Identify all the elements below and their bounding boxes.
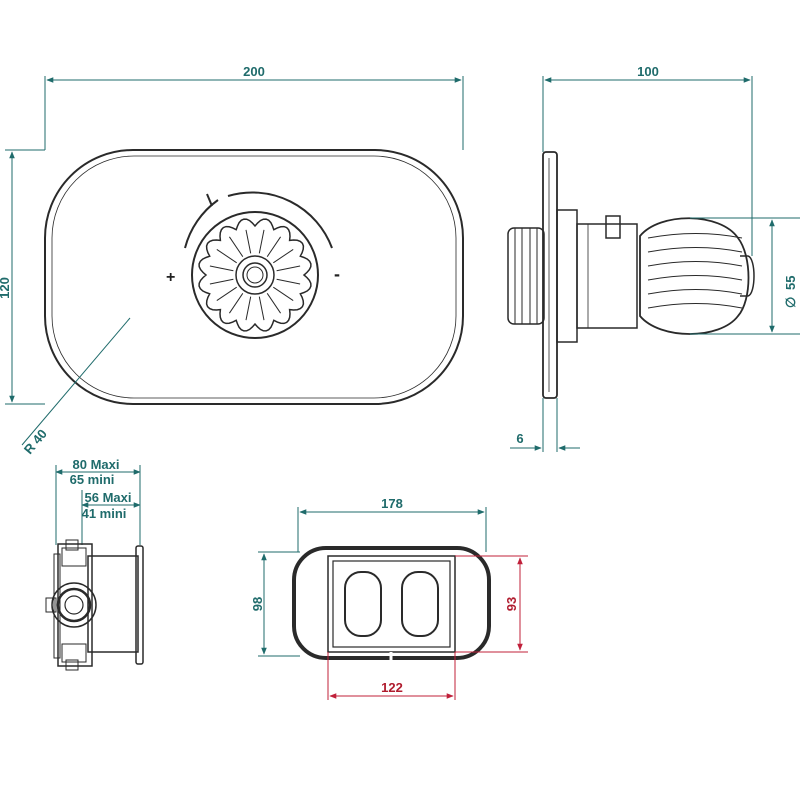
box-top-lug [65,539,79,551]
knob-rib [245,229,252,254]
side-knob-rib [647,303,743,309]
knob-rib [216,248,237,264]
knob-center-hole [246,266,264,284]
dim-label-inner-mini: 41 mini [82,506,127,521]
built-in-box-side: 80 Maxi 65 mini 56 Maxi 41 mini [45,457,144,671]
dim-label-diameter: 55 [783,276,798,290]
front-view: + - R 40 200 120 [0,64,464,457]
temperature-scale-arc [184,199,219,249]
knob-rib [276,278,301,285]
knob [191,211,319,339]
side-stem-pin [605,215,621,239]
cutout-outline [292,546,491,660]
cover-plate-inner-outline [51,155,457,399]
side-knob-rib [647,233,743,239]
box-valve-port-outer [51,582,97,628]
side-knob-rib [647,247,743,253]
built-in-box-front: 178 98 122 93 [250,496,528,700]
side-flange [556,209,578,343]
knob-rib [273,248,294,264]
box-inner-panel [332,560,451,648]
box-frame [327,555,456,653]
box-opening-right [401,571,439,637]
dim-label-width: 200 [243,64,265,79]
knob-rib [228,293,244,314]
scale-tick [206,193,213,207]
dim-label-depth-maxi: 80 Maxi [73,457,120,472]
minus-symbol: - [334,264,340,284]
box-back-frame-bottom [61,643,87,663]
knob-rib [273,286,294,302]
side-knob-rib [647,289,743,295]
box-valve-port [56,587,92,623]
box-left-edge [53,553,61,659]
knob-center-cap-inner [242,262,268,288]
side-view: 100 ∅ 55 6 [507,64,800,452]
knob-flower-outline [198,218,312,332]
dim-label-cutout-height: 98 [250,597,265,611]
side-knob-ribs [647,233,743,309]
radius-leader-line [21,317,131,446]
side-stem [576,223,638,329]
side-knob-rib [647,261,743,267]
box-housing [87,555,139,653]
dim-label-inner-maxi: 56 Maxi [85,490,132,505]
side-knob [639,217,750,335]
side-knob-cap [740,255,755,297]
box-front-plate [135,545,144,665]
knob-base-ring [191,211,319,339]
knob-rib [216,286,237,302]
dim-label-projection: 100 [637,64,659,79]
box-valve-port-inner [64,595,84,615]
dim-label-height: 120 [0,277,12,299]
dim-label-depth-mini: 65 mini [70,472,115,487]
radius-label: R 40 [21,426,50,457]
diameter-symbol: ∅ [783,297,798,308]
side-knob-rib [647,275,743,281]
temperature-scale-arc-right [227,191,333,249]
side-body-back [507,227,545,325]
dim-label-cutout-width: 178 [381,496,403,511]
dim-label-box-width: 122 [381,680,403,695]
box-bottom-lug [65,659,79,671]
knob-rib [209,265,234,272]
box-back-frame-top [61,547,87,567]
knob-rib [228,236,244,257]
box-back-frame [57,543,93,667]
dim-label-thickness: 6 [516,431,523,446]
plus-symbol: + [166,269,175,286]
cover-plate-outline [44,149,464,405]
knob-rib [245,296,252,321]
knob-rib [276,265,301,272]
side-plate [542,151,558,399]
knob-rib [266,236,282,257]
knob-ribs [209,229,301,321]
knob-rib [209,278,234,285]
box-side-tab [45,597,57,613]
knob-center-cap [235,255,275,295]
box-opening-left [344,571,382,637]
knob-rib [258,229,265,254]
knob-rib [258,296,265,321]
dim-label-box-height: 93 [504,597,519,611]
knob-rib [266,293,282,314]
